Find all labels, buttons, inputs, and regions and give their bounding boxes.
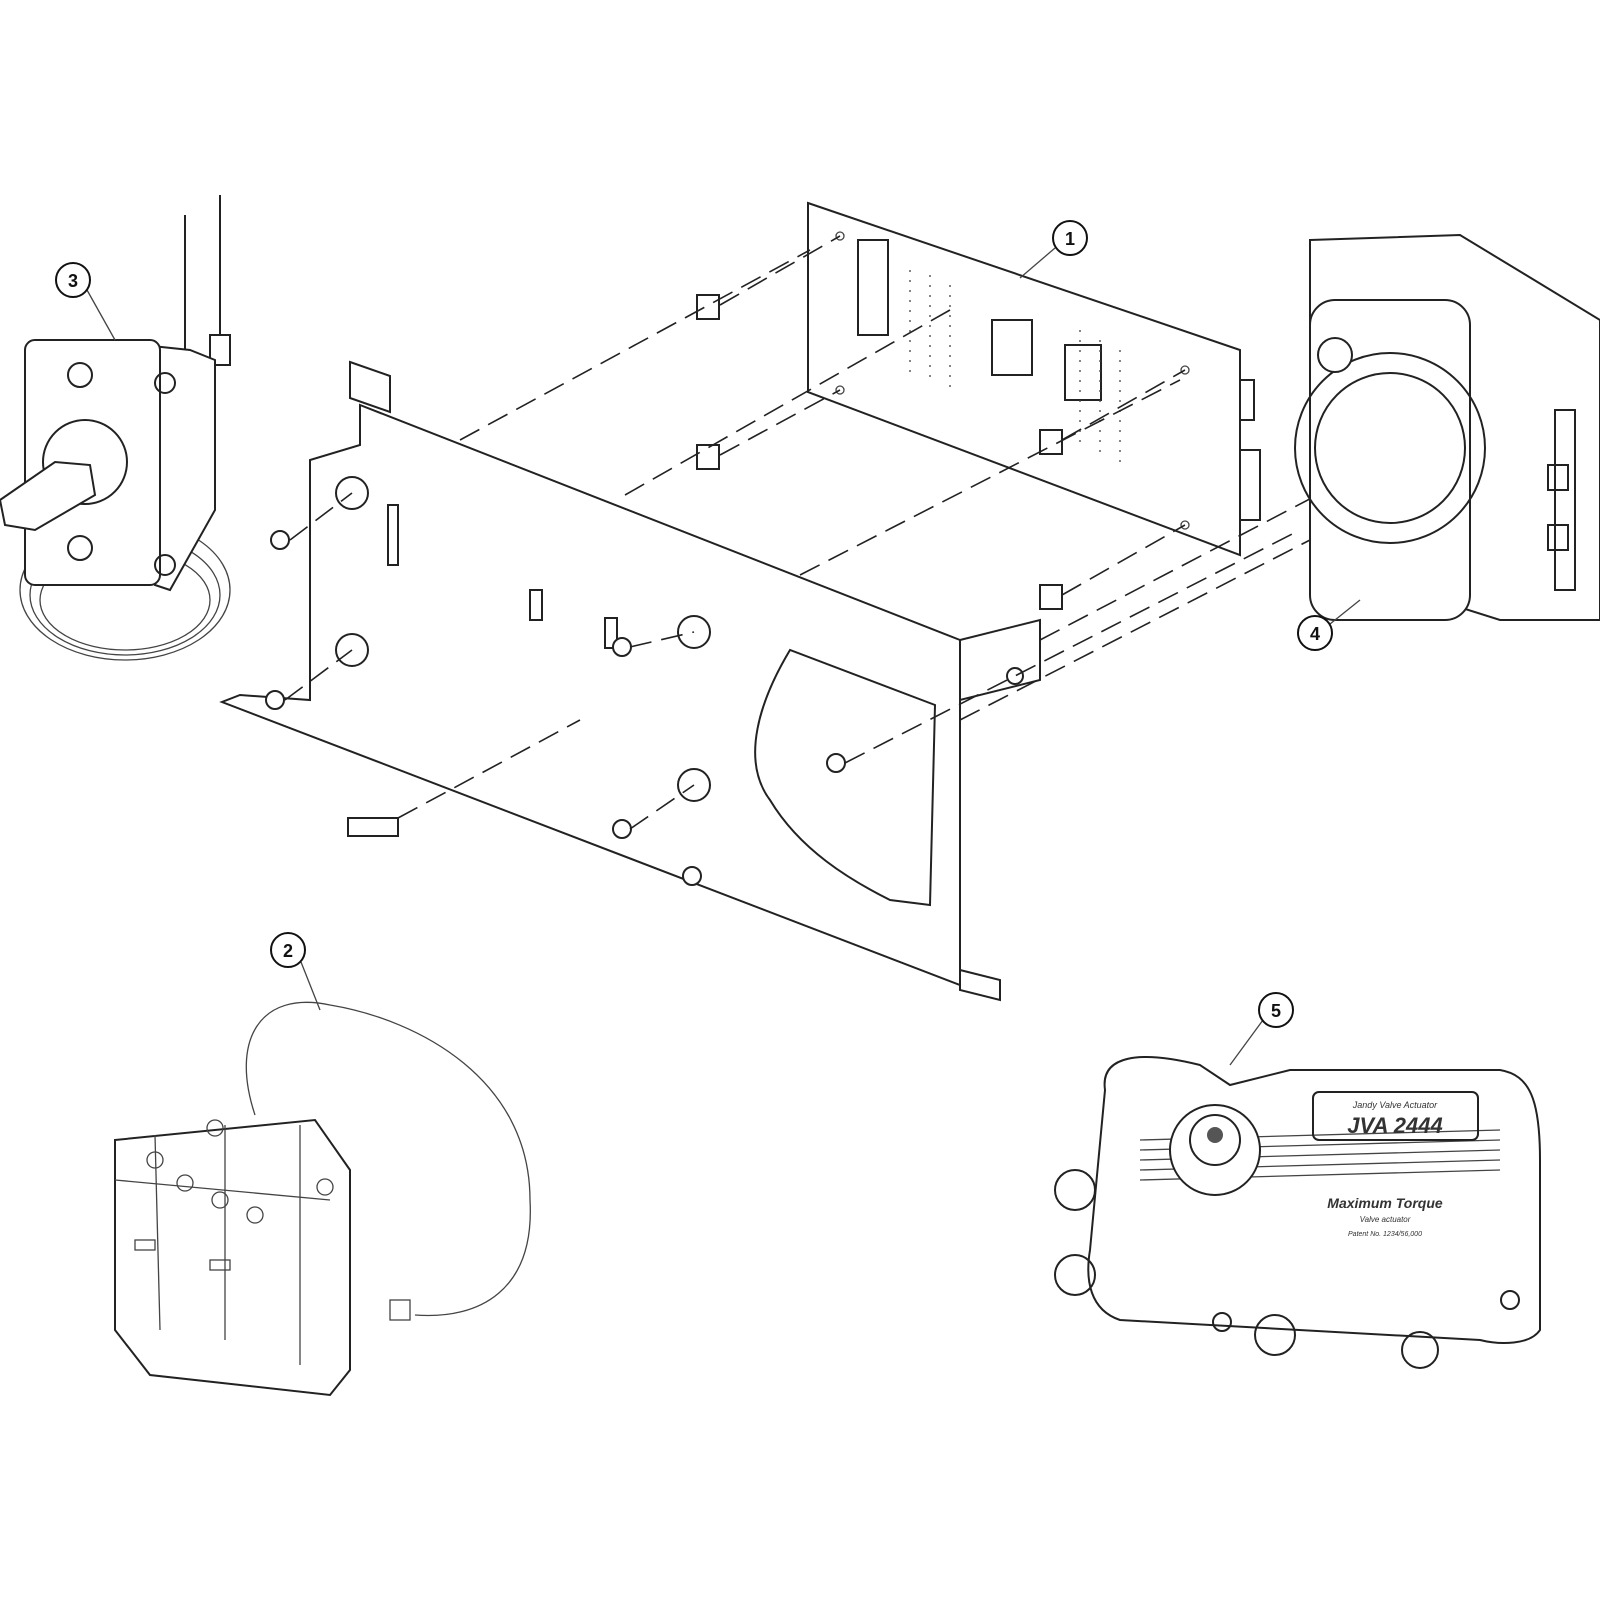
standoffs [696,294,1063,610]
svg-text:1: 1 [1065,229,1075,249]
svg-text:5: 5 [1271,1001,1281,1021]
relay [114,1001,531,1397]
callout-5: 5 [1258,992,1294,1028]
svg-text:3: 3 [68,271,78,291]
actuator-patent: Patent No. 1234/56,000 [1348,1231,1422,1238]
actuator-tagline: Maximum Torque [1327,1195,1443,1211]
callout-4: 4 [1297,615,1333,651]
valve-actuator: Jandy Valve Actuator JVA 2444 Maximum To… [1054,1056,1541,1369]
assembly-lines [284,235,1481,830]
svg-text:2: 2 [283,941,293,961]
mounting-bracket [219,294,1063,1002]
actuator-model: JVA 2444 [1347,1113,1442,1138]
circuit-board [807,201,1261,557]
screws [265,530,846,886]
actuator-brand-line: Jandy Valve Actuator [1352,1100,1438,1110]
thermostat [0,195,231,661]
actuator-subline: Valve actuator [1360,1215,1411,1224]
callout-3: 3 [55,262,91,298]
callout-1: 1 [1052,220,1088,256]
leader-lines [86,247,1361,1066]
svg-text:4: 4 [1310,624,1320,644]
callout-2: 2 [270,932,306,968]
actuator-motor [1294,233,1600,621]
